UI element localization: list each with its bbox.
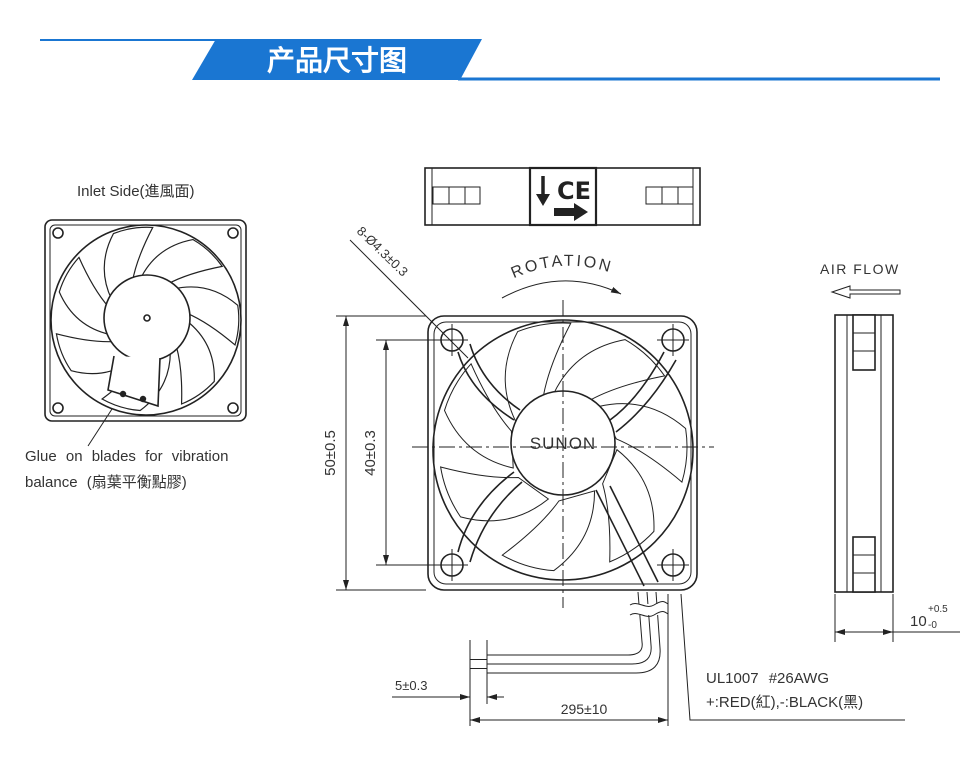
inlet-hub <box>103 274 191 362</box>
wire-outline <box>487 591 652 665</box>
rotation-label: ROTATION <box>509 253 615 282</box>
strip-length-dimension: 5±0.3 <box>392 640 504 726</box>
center-lines <box>412 300 714 608</box>
header-title: 产品尺寸图 <box>267 44 407 77</box>
wire-break-mark <box>629 601 669 607</box>
right-arrow-icon <box>554 203 588 221</box>
hole-pitch-value: 40±0.3 <box>362 430 379 476</box>
strut-bottom-left <box>457 471 515 553</box>
thickness-lower-tolerance: -0 <box>928 620 937 631</box>
down-arrow-icon <box>536 176 550 206</box>
strut-top-left <box>469 343 521 411</box>
slot-outline <box>645 186 694 205</box>
glue-dot <box>119 390 127 398</box>
wire-spec-callout: UL1007 #26AWG +:RED(紅),-:BLACK(黑) <box>680 593 905 721</box>
strut-bottom-left <box>469 481 523 563</box>
inlet-venturi <box>50 224 242 416</box>
front-view: SUNON 8-Ø4.3±0.3 ROTATION <box>322 223 714 608</box>
wire-break-gap <box>632 604 666 615</box>
wire-outline <box>487 591 661 674</box>
side-block-top <box>852 314 876 371</box>
glue-dot <box>139 395 147 403</box>
strut-top-left <box>457 351 515 421</box>
glue-leader <box>87 408 113 447</box>
side-block-outline <box>852 314 876 371</box>
wire-spec-line-2: +:RED(紅),-:BLACK(黑) <box>706 694 863 711</box>
rotation-label-text: ROTATION <box>509 253 613 282</box>
mounting-hole-leader <box>349 239 469 359</box>
inlet-mount-hole <box>52 402 64 414</box>
wire-break-mark <box>629 611 669 617</box>
glue-note-line-1: Glue on blades for vibration <box>25 448 228 465</box>
top-view: CE <box>424 166 701 227</box>
wire-spec-leader <box>680 593 905 721</box>
wire-spec-line-1: UL1007 #26AWG <box>706 670 829 687</box>
front-struts <box>457 343 677 587</box>
wire-channel <box>595 489 645 587</box>
inlet-mount-hole <box>227 227 239 239</box>
side-block-outline <box>852 536 876 593</box>
inlet-side-view: Inlet Side(進風面) Glue on blades for vibra… <box>25 183 257 491</box>
top-view-slot-right <box>645 186 694 205</box>
thickness-nominal: 10 <box>910 613 927 630</box>
thickness-upper-tolerance: +0.5 <box>928 604 948 615</box>
inlet-frame-outer <box>44 219 247 422</box>
top-view-slot-left <box>432 186 481 205</box>
inlet-mount-hole <box>227 402 239 414</box>
product-label: CE <box>528 166 598 227</box>
strut-top-right <box>615 359 677 433</box>
side-view: AIR FLOW 10 +0.5 -0 <box>820 261 960 642</box>
thickness-dimension: 10 +0.5 -0 <box>834 594 960 642</box>
hole-pitch-dimension: 40±0.3 <box>362 339 438 566</box>
ce-mark: CE <box>557 177 591 205</box>
rotation-indicator: ROTATION <box>501 253 622 299</box>
wire-channel <box>609 485 659 583</box>
section-header: 产品尺寸图 <box>40 39 940 81</box>
down-arrow-head <box>536 194 550 206</box>
side-block-bottom <box>852 536 876 593</box>
frame-size-dimension: 50±0.5 <box>322 315 426 591</box>
wire-length-dimension: 295±10 <box>470 594 669 726</box>
wire-length-value: 295±10 <box>561 701 608 717</box>
header-banner <box>192 39 482 80</box>
air-flow-arrow-icon <box>830 285 901 299</box>
frame-size-value: 50±0.5 <box>322 430 339 476</box>
inlet-hub-center <box>143 314 151 322</box>
lead-wire: 5±0.3 295±10 UL1007 #26AWG +:RED(紅),-:BL… <box>392 591 905 726</box>
inlet-mount-hole <box>52 227 64 239</box>
inlet-side-title: Inlet Side(進風面) <box>77 183 195 200</box>
strut-top-right <box>609 351 665 421</box>
glue-note-line-2: balance (扇葉平衡點膠) <box>25 474 187 491</box>
strip-length-value: 5±0.3 <box>395 678 427 693</box>
slot-outline <box>432 186 481 205</box>
wire-outline <box>487 591 643 656</box>
rotation-arrow-icon <box>501 280 622 299</box>
air-flow-label: AIR FLOW <box>820 261 900 277</box>
mounting-hole-spec: 8-Ø4.3±0.3 <box>354 223 411 279</box>
